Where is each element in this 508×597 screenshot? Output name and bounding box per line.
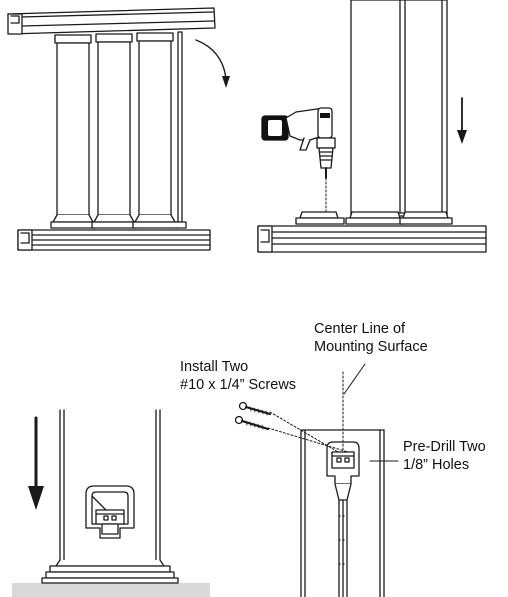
floor-surface — [12, 583, 210, 597]
balusters — [50, 31, 187, 229]
post-3 — [59, 409, 161, 561]
rotate-arrow-icon — [195, 39, 230, 88]
bottom-rail — [17, 229, 211, 251]
callout-predrill-1: Pre-Drill Two — [403, 439, 486, 455]
drill-icon — [261, 107, 336, 179]
post — [350, 0, 448, 217]
callout-center-line-2: Mounting Surface — [314, 339, 428, 355]
top-rail — [7, 7, 216, 35]
callout-center-line-1: Center Line of — [314, 321, 406, 337]
down-arrow-icon — [457, 97, 467, 144]
bracket-mounted — [326, 441, 360, 597]
bottom-rail-2 — [257, 225, 487, 253]
panel-screw-install — [234, 363, 399, 597]
callout-screws-2: #10 x 1/4” Screws — [180, 377, 297, 393]
post-4 — [300, 429, 385, 597]
callout-predrill: Pre-Drill Two 1/8” Holes — [403, 438, 486, 474]
post-base — [41, 559, 179, 584]
leader-line-center — [343, 363, 366, 395]
callout-center-line: Center Line of Mounting Surface — [314, 320, 428, 356]
callout-screws-1: Install Two — [180, 359, 249, 375]
panel-post-bracket — [12, 409, 210, 597]
callout-screws: Install Two #10 x 1/4” Screws — [180, 358, 296, 394]
callout-predrill-2: 1/8” Holes — [403, 457, 470, 473]
bracket-icon — [85, 485, 135, 539]
panel-rail-rotate — [7, 7, 230, 251]
post-bases — [295, 211, 453, 225]
screw-icon — [238, 401, 272, 416]
screw-icon — [234, 415, 270, 431]
panel-drill-post — [257, 0, 487, 253]
down-arrow-icon — [28, 416, 44, 510]
